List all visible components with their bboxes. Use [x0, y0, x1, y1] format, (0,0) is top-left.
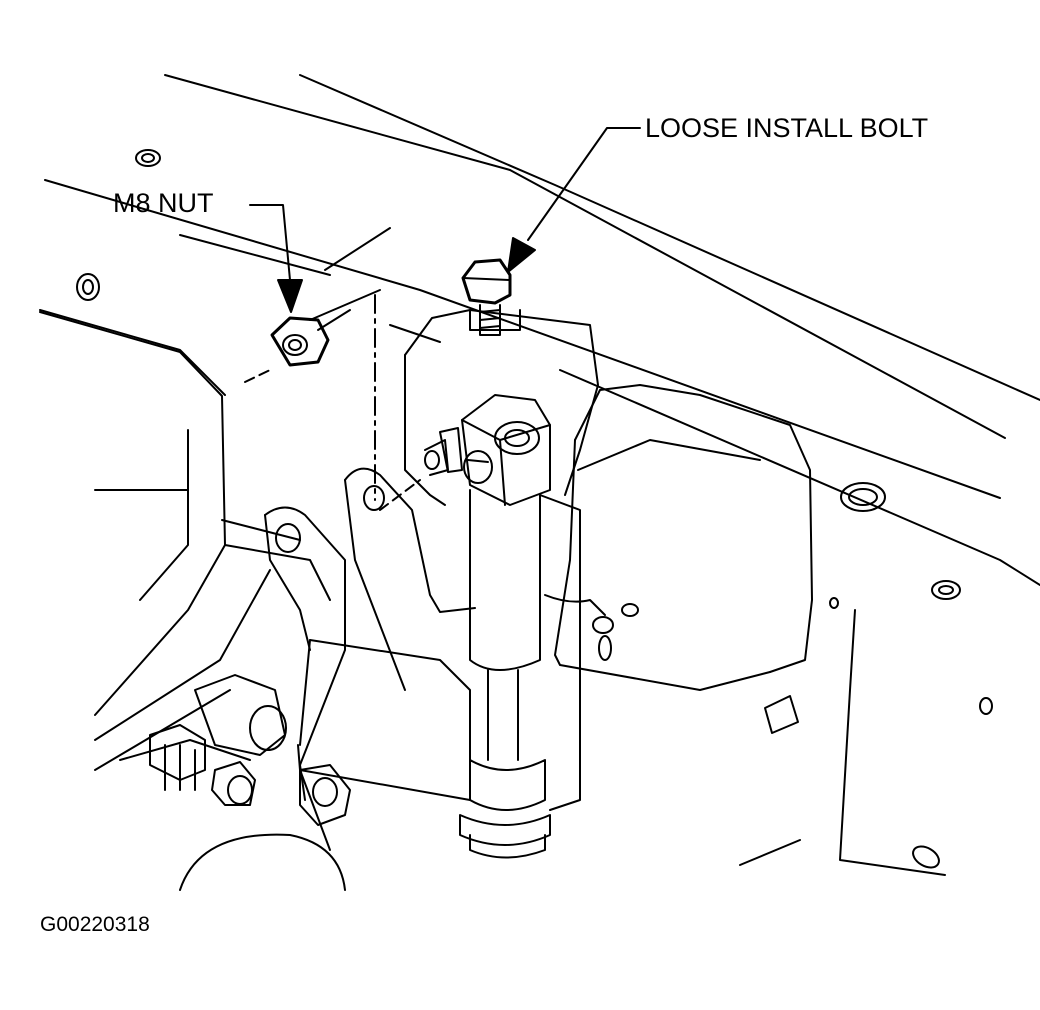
frame-holes [76, 149, 993, 869]
strut-shaft [459, 489, 581, 859]
frame-panel-lines [39, 74, 1040, 876]
mount-bracket [264, 467, 476, 801]
clamp-bracket [424, 394, 551, 506]
m8-nut-drawing [244, 309, 351, 383]
m8-nut-label: M8 NUT [113, 188, 214, 218]
install-bolt-drawing [461, 258, 512, 336]
engine-block [39, 311, 331, 771]
pulley [179, 833, 346, 891]
figure-id-label: G00220318 [40, 913, 150, 936]
lower-fasteners [149, 674, 351, 826]
mount-housing [404, 309, 813, 691]
leader-arrows [249, 127, 641, 313]
alignment-line [374, 294, 421, 511]
loose-install-bolt-label: LOOSE INSTALL BOLT [645, 113, 929, 143]
